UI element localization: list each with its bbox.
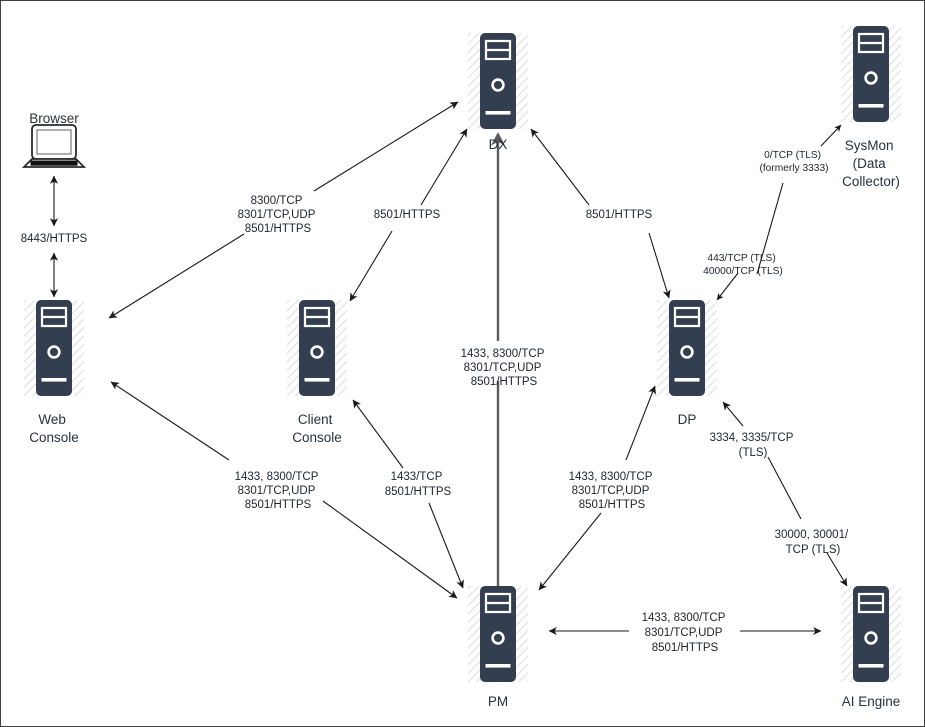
node-sysmon[interactable]: SysMon (Data Collector) — [839, 24, 903, 189]
edge-label-web-console-pm: 1433, 8300/TCP 8301/TCP,UDP 8501/HTTPS — [235, 471, 322, 511]
node-dx-label: DX — [489, 137, 508, 152]
node-browser[interactable]: Browser — [23, 111, 85, 176]
node-web-console-label: Web Console — [29, 412, 79, 445]
edge-label-client-console-pm: 1433/TCP 8501/HTTPS — [385, 471, 452, 498]
edge-label-dp-sysmon-top: 0/TCP (TLS) (formerly 3333) — [759, 150, 828, 174]
edge-label-ai-engine-dp-top: 3334, 3335/TCP (TLS) — [710, 432, 797, 459]
edge-label-dp-pm: 1433, 8300/TCP 8301/TCP,UDP 8501/HTTPS — [569, 471, 656, 511]
node-web-console[interactable]: Web Console — [22, 298, 86, 445]
edge-client-console-pm: 1433/TCP 8501/HTTPS — [352, 399, 464, 589]
node-client-console[interactable]: Client Console — [285, 298, 349, 445]
node-sysmon-label: SysMon (Data Collector) — [842, 138, 900, 189]
edge-web-console-dx: 8300/TCP 8301/TCP,UDP 8501/HTTPS — [108, 101, 459, 319]
node-dp[interactable]: DP — [655, 298, 719, 427]
laptop-icon — [23, 122, 85, 176]
edge-dp-sysmon: 0/TCP (TLS) (formerly 3333) 443/TCP (TLS… — [703, 124, 842, 301]
server-icon — [839, 24, 903, 124]
edge-client-console-dx: 8501/HTTPS — [349, 128, 468, 302]
node-ai-engine-label: AI Engine — [842, 694, 901, 709]
server-icon — [285, 298, 349, 398]
server-icon — [655, 298, 719, 398]
node-dp-label: DP — [678, 412, 697, 427]
server-icon — [839, 584, 903, 684]
server-icon — [22, 298, 86, 398]
node-pm[interactable]: PM — [466, 584, 530, 709]
edge-label-dp-sysmon-bottom: 443/TCP (TLS) 40000/TCP (TLS) — [703, 253, 783, 277]
node-client-console-label: Client Console — [292, 412, 342, 445]
node-ai-engine[interactable]: AI Engine — [839, 584, 903, 709]
edge-web-console-pm: 1433, 8300/TCP 8301/TCP,UDP 8501/HTTPS — [110, 381, 458, 599]
server-icon — [466, 584, 530, 684]
node-pm-label: PM — [488, 694, 508, 709]
edge-label-web-console-dx: 8300/TCP 8301/TCP,UDP 8501/HTTPS — [238, 195, 319, 235]
node-dx[interactable]: DX — [466, 31, 530, 152]
edge-dp-pm: 1433, 8300/TCP 8301/TCP,UDP 8501/HTTPS — [538, 385, 656, 591]
edge-label-client-console-dx: 8501/HTTPS — [374, 209, 441, 221]
edge-ai-engine-dp: 3334, 3335/TCP (TLS) 30000, 30001/ TCP (… — [710, 401, 852, 587]
edge-label-ai-engine-dp-bottom: 30000, 30001/ TCP (TLS) — [775, 529, 852, 556]
edge-label-browser-web-console: 8443/HTTPS — [21, 233, 88, 245]
edge-label-pm-dx: 1433, 8300/TCP 8301/TCP,UDP 8501/HTTPS — [461, 348, 548, 388]
edge-pm-ai-engine: 1433, 8300/TCP 8301/TCP,UDP 8501/HTTPS — [548, 612, 822, 654]
edge-label-pm-ai-engine: 1433, 8300/TCP 8301/TCP,UDP 8501/HTTPS — [642, 612, 729, 654]
server-icon — [466, 31, 530, 131]
edge-label-dx-dp: 8501/HTTPS — [586, 209, 653, 221]
edge-dx-dp: 8501/HTTPS — [530, 128, 671, 299]
edge-pm-dx: 1433, 8300/TCP 8301/TCP,UDP 8501/HTTPS — [461, 132, 548, 586]
edge-browser-web-console: 8443/HTTPS — [21, 175, 88, 298]
node-browser-label: Browser — [29, 111, 79, 126]
